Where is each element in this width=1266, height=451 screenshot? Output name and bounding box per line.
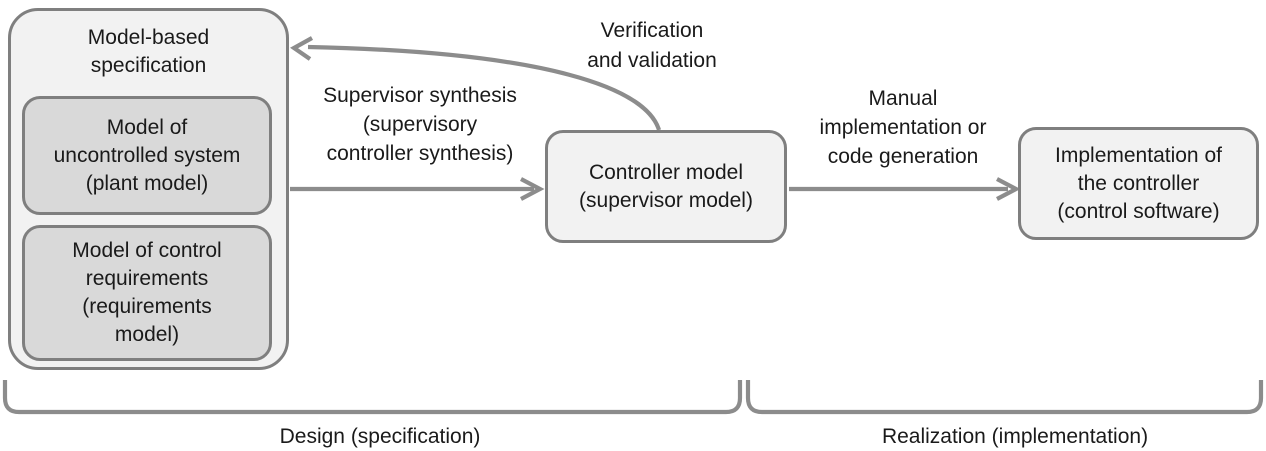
text-line: the controller <box>1077 171 1200 195</box>
outer-box-title: Model-based specification <box>11 24 286 80</box>
requirements-model-box-label: Model of control requirements (requireme… <box>72 237 221 349</box>
text-line: Implementation of <box>1055 143 1222 167</box>
text-line: code generation <box>827 145 979 168</box>
supervisor-synthesis-label: Supervisor synthesis (supervisory contro… <box>295 81 545 168</box>
text-line: model) <box>114 323 180 346</box>
text-line: Model of control <box>72 239 222 262</box>
requirements-model-box: Model of control requirements (requireme… <box>22 225 272 361</box>
plant-model-box-label: Model of uncontrolled system (plant mode… <box>54 114 241 198</box>
realization-bracket <box>745 380 1264 415</box>
text-line: (supervisory <box>362 113 478 136</box>
design-phase-label: Design (specification) <box>279 425 481 448</box>
text-line: and validation <box>587 49 717 72</box>
text-line: Verification <box>600 19 704 42</box>
design-bracket <box>2 380 743 415</box>
text-line: (supervisor model) <box>579 188 753 212</box>
manual-implementation-label: Manual implementation or code generation <box>778 84 1028 171</box>
implementation-arrow <box>789 177 1021 201</box>
text-line: Model of <box>106 115 188 139</box>
text-line: (plant model) <box>85 171 209 195</box>
text-line: Controller model <box>588 160 744 184</box>
implementation-box: Implementation of the controller (contro… <box>1018 127 1259 240</box>
verification-validation-label: Verification and validation <box>552 16 752 76</box>
text-line: (requirements <box>82 295 212 318</box>
controller-model-box: Controller model (supervisor model) <box>545 130 787 243</box>
controller-model-box-label: Controller model (supervisor model) <box>579 159 753 215</box>
text-line: Supervisor synthesis <box>323 84 517 107</box>
text-line: implementation or <box>819 116 987 139</box>
text-line: controller synthesis) <box>326 142 514 165</box>
text-line: uncontrolled system <box>53 143 241 167</box>
implementation-box-label: Implementation of the controller (contro… <box>1055 142 1222 226</box>
text-line: requirements <box>85 267 209 290</box>
synthesis-arrow <box>290 177 545 201</box>
title-line: specification <box>90 54 207 77</box>
feedback-arrow <box>290 36 662 131</box>
plant-model-box: Model of uncontrolled system (plant mode… <box>22 96 272 215</box>
realization-phase-label: Realization (implementation) <box>881 425 1149 448</box>
title-line: Model-based <box>87 26 210 49</box>
model-based-specification-box: Model-based specification Model of uncon… <box>8 8 289 370</box>
text-line: Manual <box>868 87 938 110</box>
text-line: (control software) <box>1057 199 1220 223</box>
